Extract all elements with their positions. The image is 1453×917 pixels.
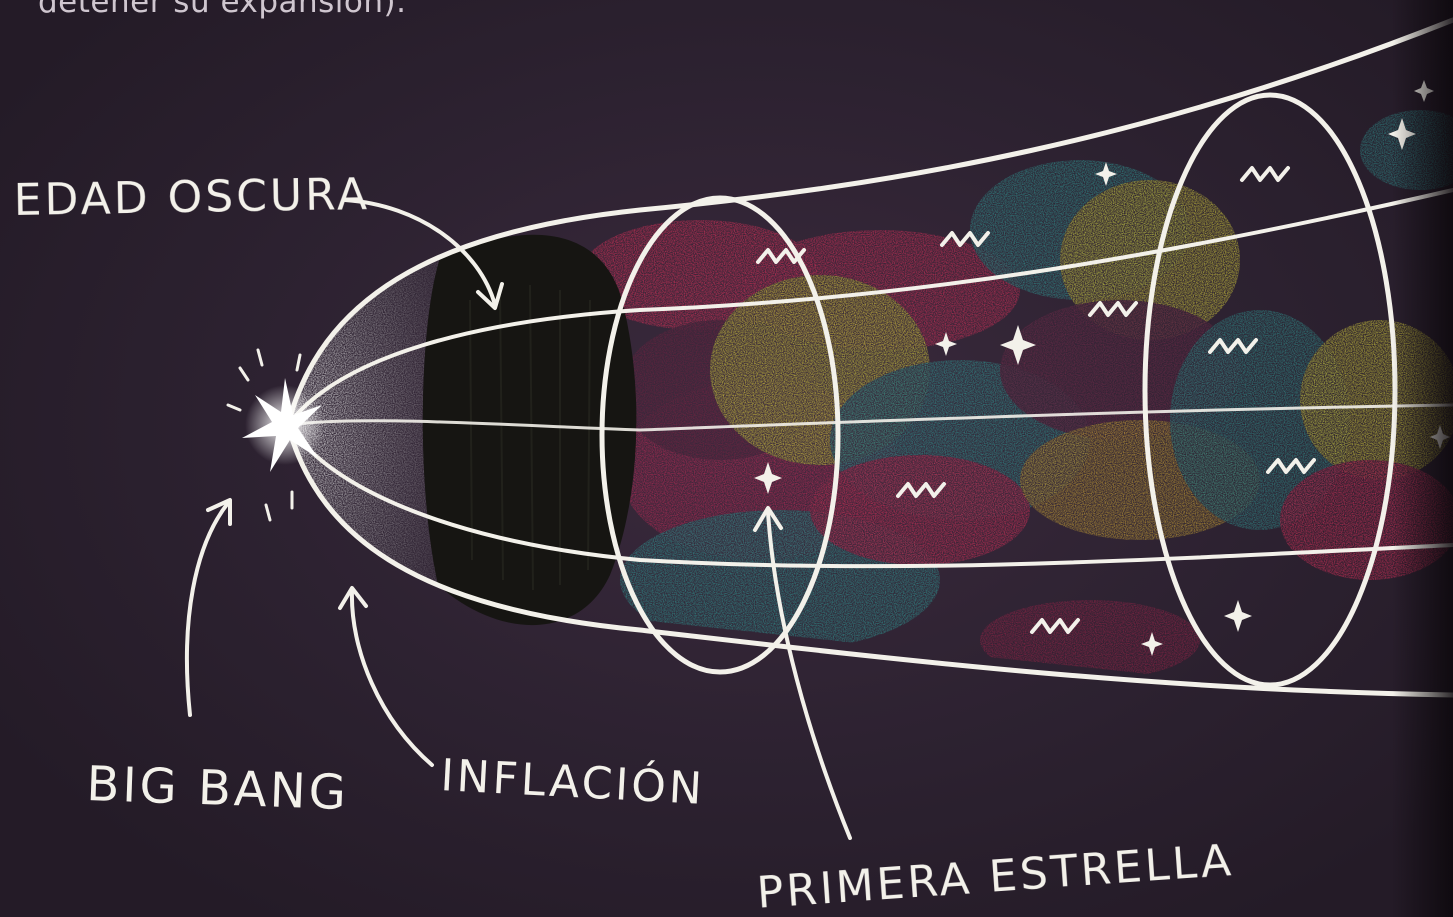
arrow-big-bang-head bbox=[208, 500, 230, 524]
arrow-big-bang bbox=[187, 503, 228, 715]
label-inflation: INFLACIÓN bbox=[439, 748, 706, 815]
nebula-clouds bbox=[580, 110, 1453, 680]
label-big-bang: BIG BANG bbox=[86, 756, 350, 821]
arrow-inflation bbox=[352, 590, 432, 765]
label-first-star: PRIMERA ESTRELLA bbox=[755, 835, 1235, 917]
label-dark-age: EDAD OSCURA bbox=[13, 169, 370, 226]
